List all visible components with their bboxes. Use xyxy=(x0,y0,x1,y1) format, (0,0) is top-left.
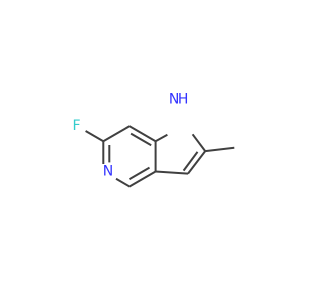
bond-c3-c3a xyxy=(155,170,189,175)
bond-c2-c3-double xyxy=(182,151,199,172)
bond-c6-f xyxy=(85,130,104,143)
molecule-structure: F N H N xyxy=(72,92,235,188)
bond-c7a-n1 xyxy=(155,133,168,143)
bond-c3a-c4 xyxy=(128,170,157,188)
bond-n1-c2 xyxy=(191,133,206,152)
bond-c2-methyl xyxy=(205,146,235,153)
bond-c4-n5 xyxy=(115,177,131,188)
atom-labels: F N H N xyxy=(72,92,188,180)
bond-c7-c7a-double xyxy=(130,132,152,147)
atom-label-ring-nitrogen: N xyxy=(103,163,113,179)
bond-c2-c3 xyxy=(187,150,206,175)
atom-label-pyrrole-nitrogen: N xyxy=(169,92,179,108)
bond-c7-c7a xyxy=(128,125,157,143)
atom-label-fluorine: F xyxy=(72,118,80,134)
bond-c3a-c4-double xyxy=(128,166,151,181)
bonds xyxy=(85,125,235,188)
atom-label-hydrogen: H xyxy=(178,92,189,108)
bond-c6-c7 xyxy=(102,125,130,143)
